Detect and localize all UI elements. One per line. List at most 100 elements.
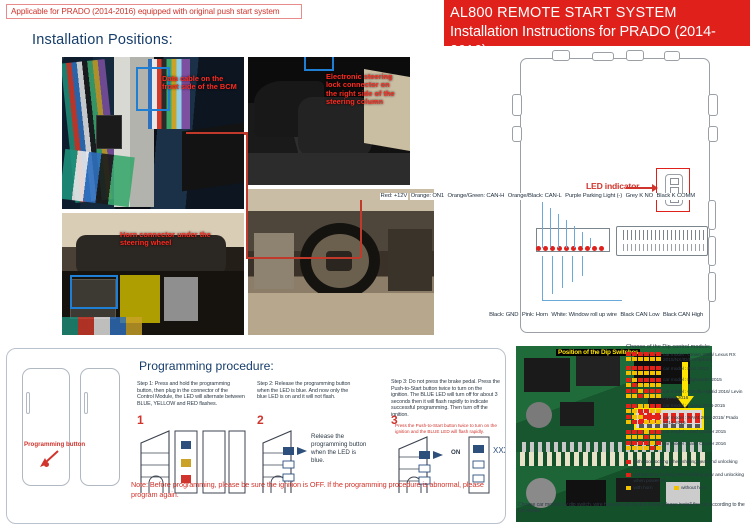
wire-label: Orange/Black: CAN-L [506, 193, 563, 201]
wire-label: Orange/Green: CAN-H [446, 193, 506, 201]
dip-switch-pattern [626, 377, 661, 387]
module-tab [708, 200, 716, 230]
dip-switch-pattern [626, 389, 661, 399]
connector-line-a [244, 133, 246, 135]
highlight-box-bcm-connector [136, 67, 170, 111]
callout-line-steering [360, 200, 362, 258]
legend-item: without door locking when shifting gear … [626, 473, 750, 485]
programming-button-label: Programming button [24, 441, 86, 448]
dip-model-label: car model : Crown 2015/ Lexus RX 2015/NX… [663, 352, 736, 364]
legend-item-pair: with horn without horn [626, 486, 750, 492]
module-tab [708, 126, 718, 142]
module-tab [664, 51, 680, 61]
wire-label: Red: +12V [379, 193, 409, 201]
dip-switch-pattern [626, 415, 661, 425]
module-tab [512, 94, 522, 116]
wire-label: Pink: Horn [520, 312, 549, 320]
highlight-box-horn-connector [70, 275, 118, 309]
pcb-dip-position-label: Position of the Dip Switches [556, 349, 641, 356]
wire-label: White: Window roll up wire [550, 312, 618, 320]
remote-side-button [84, 392, 88, 414]
installation-positions-title: Installation Positions: [32, 32, 173, 48]
dip-model-row: car model : Land Cruiser 2015 [626, 429, 750, 439]
dip-model-label: car model : Highlander 2015 [663, 378, 722, 384]
dip-switch-pattern [626, 366, 661, 376]
legend-item: with door locking when shifting gear and… [626, 460, 750, 472]
dip-switch-pattern [626, 441, 661, 451]
legend-label: with door locking when shifting gear and… [633, 460, 738, 471]
wire-label: Grey K NO [624, 193, 655, 201]
dip-model-label: car model : Corolla Hybrid 2016/ Levin H… [663, 389, 743, 401]
dip-model-row: car model : RAV4 2014-2015/ Prado 2014-2… [626, 415, 750, 427]
legend-swatch-red [626, 460, 631, 464]
programming-button-arrow-icon [40, 450, 59, 467]
module-tab [552, 50, 570, 61]
dip-section-heading: Choose of the Dip control module: [626, 344, 711, 350]
module-tab [708, 272, 716, 302]
step-2-number: 2 [257, 413, 264, 427]
caption-steering-lock: Electronic steering lock connector on th… [326, 72, 395, 107]
led-indicator-label: LED indicator [586, 181, 640, 191]
led-window [665, 174, 683, 206]
step-3-text: Step 3: Do not press the brake pedal. Pr… [391, 379, 500, 418]
photo-steering-lock-connector: Electronic steering lock connector on th… [248, 57, 410, 185]
wire-label: Black K COMM [655, 193, 696, 201]
step-1-number: 1 [137, 413, 144, 427]
legend-label: with horn [633, 486, 653, 492]
connector-pin-comb [620, 244, 704, 251]
dip-model-label: car model : Land Cruiser 2016 [663, 441, 726, 447]
dip-legend: with door locking when shifting gear and… [626, 460, 750, 493]
step-2-diagram-caption: Release the programming button when the … [311, 433, 367, 464]
programming-button-dot [44, 462, 49, 467]
dip-switch-pattern [626, 429, 661, 439]
legend-swatch-red [626, 473, 631, 478]
dip-model-row: car model : Crown 2015/ Lexus RX 2015/NX… [626, 352, 750, 364]
remote-outline-left [22, 368, 70, 486]
dip-model-label: car model : Camry 2014-2015 [663, 404, 725, 410]
dip-model-row: car model : Highlander 2015 [626, 377, 750, 387]
caption-bcm: Data cable on the front side of the BCM [162, 74, 237, 92]
step-3-number: 3 [391, 413, 398, 427]
callout-line-bcm [186, 132, 248, 134]
callout-line-vertical [246, 132, 248, 258]
programming-note: Note: Before programming, please be sure… [131, 480, 484, 499]
wire-label: Black CAN Low [619, 312, 661, 320]
remote-side-button [26, 392, 30, 414]
programming-title: Programming procedure: [139, 359, 274, 373]
led-segment [670, 178, 679, 185]
dip-switch-pattern [626, 403, 661, 413]
dip-model-row: car model : Corolla Hybrid 2016/ Levin H… [626, 389, 750, 401]
svg-text:XXX: XXX [493, 446, 505, 455]
applicable-banner: Applicable for PRADO (2014-2016) equippe… [6, 4, 302, 19]
pcb-photo-bottom [516, 452, 712, 522]
led-highlight-box [656, 168, 690, 212]
wire-labels-top: Red: +12V Orange: ON1 Orange/Green: CAN-… [379, 193, 696, 201]
photo-horn-connector: Horn connector under the steering wheel [62, 213, 244, 335]
highlight-box-steering-lock [304, 57, 334, 71]
wire-labels-bottom: Black: GND Pink: Horn White: Window roll… [488, 312, 704, 320]
product-title: AL800 REMOTE START SYSTEM [450, 5, 677, 21]
dip-model-row: car model : Camry 2014-2015 [626, 403, 750, 413]
caption-horn: Horn connector under the steering wheel [120, 230, 211, 248]
module-tab [592, 52, 614, 61]
module-tab [626, 50, 644, 61]
dip-switch-pattern [626, 352, 661, 361]
wire-label: Purple Parking Light (-) [564, 193, 624, 201]
dip-model-list: car model : Crown 2015/ Lexus RX 2015/NX… [626, 352, 750, 453]
dip-model-label: car model : RAV4 2014-2015/ Prado 2014-2… [663, 415, 739, 427]
dip-bottom-note: Choose car models by dip switch, wire ha… [518, 502, 745, 515]
dip-model-row: car model : Reiz 2013 [626, 366, 750, 376]
wire-label: Black CAN High [661, 312, 704, 320]
connector-pin-comb [620, 230, 704, 240]
remote-outline-right [80, 368, 120, 486]
module-tab [708, 236, 716, 266]
callout-line-to-interior [246, 257, 360, 259]
led-arrow-icon [626, 184, 658, 192]
legend-swatch-yellow [673, 486, 679, 491]
wire-label: Orange: ON1 [409, 193, 446, 201]
dip-model-label: car model : Reiz 2013 [663, 366, 709, 372]
step-1-text: Step 1: Press and hold the programming b… [137, 381, 245, 407]
module-tab [512, 126, 522, 142]
wire-pin-row [536, 246, 604, 251]
step-3-diagram-caption: Press the Push-to-Start button twice to … [395, 423, 497, 434]
